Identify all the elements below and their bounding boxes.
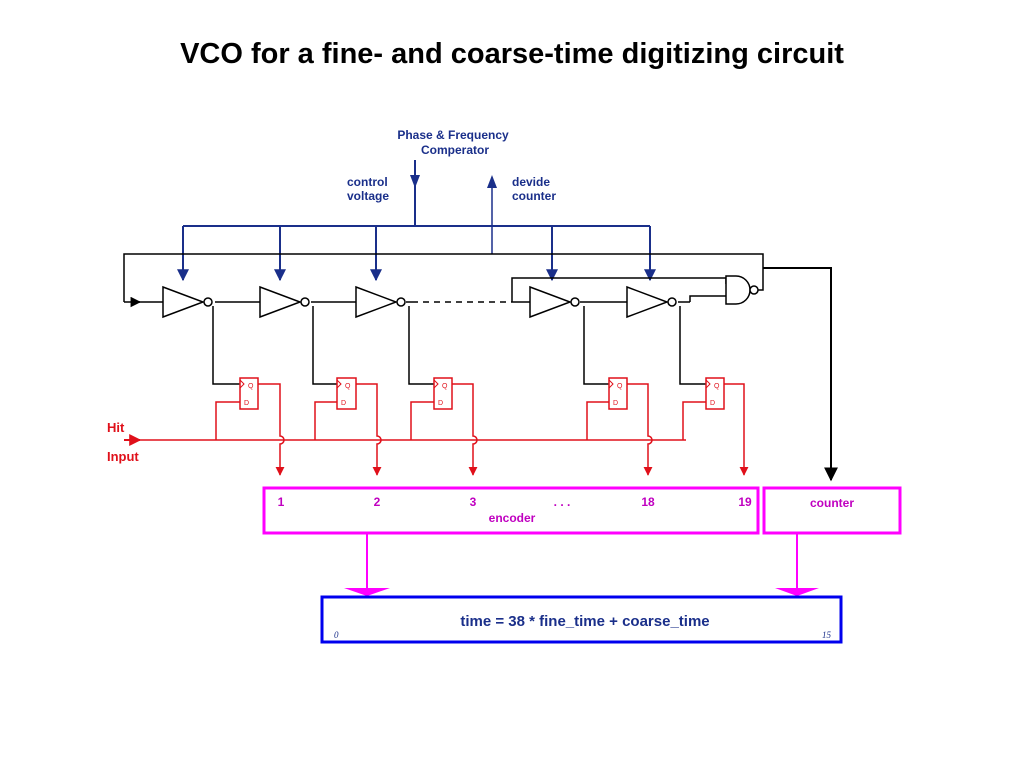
flip-flop-d-label: D — [438, 400, 443, 407]
encoder-input-1: 1 — [278, 495, 285, 509]
flip-flop-18: Q D — [608, 377, 628, 410]
control-voltage-label-line1: control — [347, 175, 388, 189]
counter-to-formula-arrow — [775, 534, 819, 596]
encoder-input-2: 2 — [374, 495, 381, 509]
hit-input-label-line2: Input — [107, 449, 139, 464]
flip-flop-d-label: D — [613, 400, 618, 407]
flip-flop-d-label: D — [244, 400, 249, 407]
inverter-18 — [529, 285, 580, 319]
control-voltage-bus — [177, 160, 656, 282]
formula-block: time = 38 * fine_time + coarse_time 0 15 — [320, 595, 843, 644]
flip-flop-q-label: Q — [248, 383, 254, 390]
formula-text: time = 38 * fine_time + coarse_time — [460, 613, 709, 630]
encoder-input-18: 18 — [641, 495, 655, 509]
inverter-2 — [259, 285, 310, 319]
formula-right-index: 15 — [822, 630, 832, 640]
flip-flop-3: Q D — [433, 377, 453, 410]
encoder-label: encoder — [489, 511, 536, 525]
inverter-3 — [355, 285, 406, 319]
divide-counter-label-line2: counter — [512, 189, 556, 203]
encoder-block: 1 2 3 . . . 18 19 encoder — [262, 486, 760, 535]
counter-block: counter — [762, 486, 902, 535]
divide-counter-wire — [487, 175, 497, 254]
flip-flop-q-label: Q — [714, 383, 720, 390]
encoder-to-formula-arrow — [344, 534, 390, 596]
comparator-label-line2: Comperator — [421, 143, 489, 157]
flip-flop-1: Q D — [239, 377, 259, 410]
flip-flop-19: Q D — [705, 377, 725, 410]
hit-input-label-line1: Hit — [107, 420, 125, 435]
nand-gate — [725, 275, 759, 305]
encoder-input-19: 19 — [738, 495, 752, 509]
ring-oscillator-wiring — [123, 253, 838, 482]
encoder-input-3: 3 — [470, 495, 477, 509]
flip-flop-q-label: Q — [617, 383, 623, 390]
inverter-19 — [626, 285, 677, 319]
flip-flop-q-label: Q — [442, 383, 448, 390]
flip-flop-d-label: D — [341, 400, 346, 407]
formula-left-index: 0 — [334, 630, 339, 640]
hit-input-wiring — [124, 383, 749, 476]
flip-flop-d-label: D — [710, 400, 715, 407]
flip-flop-q-label: Q — [345, 383, 351, 390]
inverter-1 — [162, 285, 213, 319]
flip-flop-2: Q D — [336, 377, 357, 410]
divide-counter-label-line1: devide — [512, 175, 550, 189]
control-voltage-label-line2: voltage — [347, 189, 389, 203]
comparator-label-line1: Phase & Frequency — [397, 128, 509, 142]
slide-title: VCO for a fine- and coarse-time digitizi… — [180, 38, 844, 70]
counter-label: counter — [810, 496, 854, 510]
encoder-ellipsis: . . . — [554, 495, 571, 509]
